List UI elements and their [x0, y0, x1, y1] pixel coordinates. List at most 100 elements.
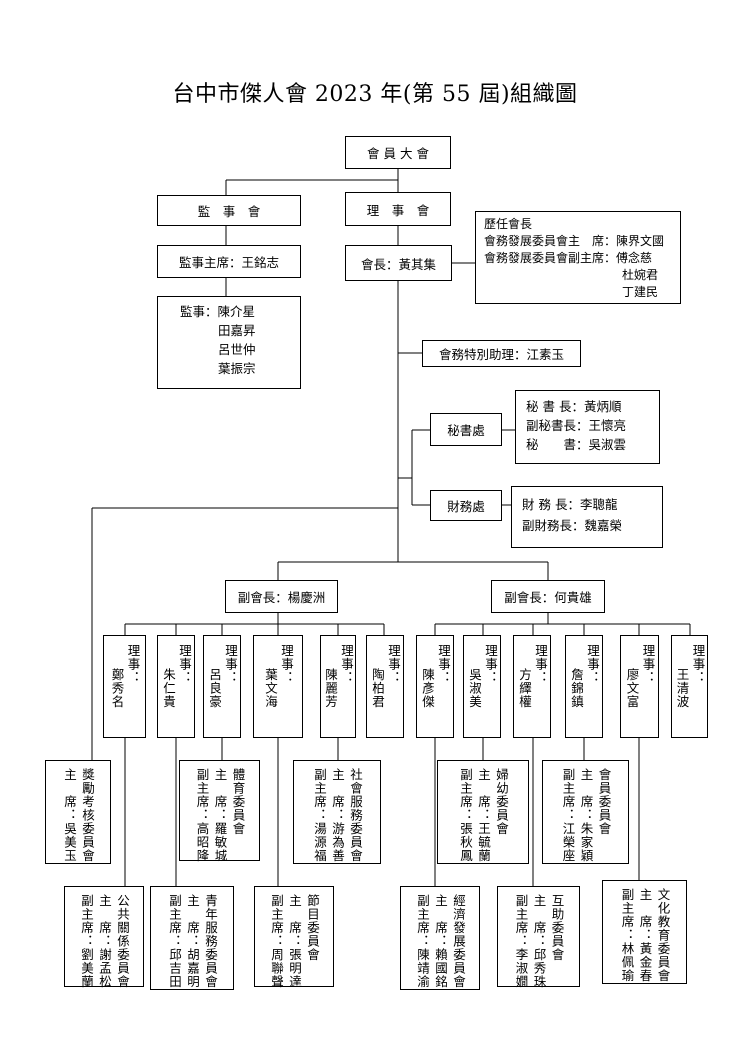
development-committee-box: 歷任會長 會務發展委員會主 席：陳界文國 會務發展委員會副主席：傅念慈 杜婉君 … — [475, 211, 681, 304]
committee-vice-chair: 副主席：李淑嫺 — [513, 894, 529, 989]
vice-president-box: 副會長：楊慶洲 — [225, 580, 338, 613]
secretariat-staff: 秘 書：吳淑雲 — [526, 437, 627, 452]
committee-box: 會員委員會 主 席：朱家穎 副主席：江榮座 — [542, 760, 629, 864]
development-line: 會務發展委員會副主席：傅念慈 — [484, 251, 653, 265]
director-name: 廖文富 — [624, 668, 640, 709]
director-title: 理事： — [483, 644, 498, 685]
secretariat-staff-box: 秘 書 長：黃炳順 副秘書長：王懷亮 秘 書：吳淑雲 — [515, 390, 660, 464]
committee-box: 文化教育委員會 主 席：黃金春 副主席：林佩瑜 — [602, 880, 687, 984]
supervisor-chair: 監事主席：王銘志 — [178, 255, 279, 270]
committee-name: 互助委員會 — [549, 894, 565, 962]
director-box: 理事： 陶柏君 — [366, 635, 404, 738]
supervisors-title: 監 事 會 — [197, 204, 261, 219]
supervisor-member: 呂世仲 — [218, 342, 256, 357]
director-title: 理事： — [585, 644, 600, 685]
director-title: 理事： — [177, 644, 192, 685]
committee-box: 獎勵考核委員會 主 席：吳美玉 — [45, 760, 111, 864]
committee-box: 經濟發展委員會 主 席：賴國銘 副主席：陳靖渝 — [400, 886, 480, 990]
committee-vice-chair: 副主席：張秋鳳 — [458, 768, 473, 863]
supervisor-member: 田嘉昇 — [218, 323, 256, 338]
finance-box: 財務處 — [430, 490, 502, 521]
director-title: 理事： — [125, 644, 141, 685]
committee-box: 社會服務委員會 主 席：游為善 副主席：湯源福 — [293, 760, 381, 864]
supervisor-member: 葉振宗 — [218, 361, 256, 376]
committee-name: 公共關係委員會 — [115, 894, 130, 989]
director-box: 理事： 吳淑美 — [463, 635, 501, 738]
committee-chair: 主 席：邱秀珠 — [531, 894, 547, 989]
president: 會長：黃其集 — [360, 256, 436, 272]
committee-name: 節目委員會 — [305, 894, 320, 962]
development-line: 歷任會長 — [484, 217, 533, 231]
director-name: 葉文海 — [263, 668, 278, 709]
director-name: 詹錦鎮 — [569, 668, 584, 709]
secretariat-staff: 副秘書長：王懷亮 — [526, 418, 627, 433]
committee-box: 互助委員會 主 席：邱秀珠 副主席：李淑嫺 — [497, 886, 580, 989]
director-title: 理事： — [339, 644, 354, 685]
director-title: 理事： — [533, 644, 548, 685]
committee-chair: 主 席：謝孟松 — [97, 894, 112, 989]
committee-chair: 主 席：黃金春 — [637, 888, 653, 983]
committee-vice-chair: 副主席：高昭隆 — [194, 768, 210, 863]
secretariat-box: 秘書處 — [430, 413, 502, 446]
director-box: 理事： 鄭秀名 — [103, 635, 146, 738]
chart-title: 台中市傑人會 2023 年(第 55 屆)組織圖 — [172, 82, 578, 107]
supervisor-chair-box: 監事主席：王銘志 — [157, 245, 301, 278]
committee-vice-chair: 副主席：陳靖渝 — [415, 894, 430, 989]
director-name: 朱仁貴 — [161, 668, 176, 709]
committee-chair: 主 席：賴國銘 — [433, 894, 448, 989]
committee-name: 婦幼委員會 — [494, 768, 509, 836]
director-box: 理事： 方繹權 — [513, 635, 551, 738]
development-line: 丁建民 — [622, 285, 659, 299]
director-title: 理事： — [386, 644, 401, 685]
committee-name: 文化教育委員會 — [655, 888, 671, 983]
committee-vice-chair: 副主席：周聯聲 — [269, 894, 284, 989]
committee-name: 會員委員會 — [596, 768, 612, 836]
director-name: 吳淑美 — [467, 668, 482, 709]
supervisor-members-box: 監事：陳介星 田嘉昇 呂世仲 葉振宗 — [157, 296, 301, 389]
committee-name: 經濟發展委員會 — [451, 894, 466, 989]
committee-chair: 主 席：張明達 — [287, 894, 302, 989]
committee-chair: 主 席：胡嘉明 — [185, 894, 200, 989]
director-box: 理事： 詹錦鎮 — [565, 635, 603, 738]
supervisors-title-box: 監 事 會 — [157, 195, 301, 226]
committee-box: 婦幼委員會 主 席：王毓蘭 副主席：張秋鳳 — [437, 760, 529, 864]
director-name: 鄭秀名 — [109, 668, 125, 709]
director-title: 理事： — [223, 644, 238, 685]
committee-name: 獎勵考核委員會 — [80, 768, 95, 863]
director-title: 理事： — [690, 644, 706, 685]
board-title-box: 理 事 會 — [345, 192, 451, 226]
development-line: 杜婉君 — [622, 268, 659, 282]
general-assembly-label: 會 員 大 會 — [367, 146, 429, 161]
committee-box: 體育委員會 主 席：羅敏城 副主席：高昭隆 — [179, 760, 260, 863]
committee-box: 公共關係委員會 主 席：謝孟松 副主席：劉美蘭 — [64, 886, 144, 989]
committee-name: 社會服務委員會 — [348, 768, 363, 863]
vice-president: 副會長：楊慶洲 — [237, 590, 326, 605]
director-box: 理事： 葉文海 — [253, 635, 303, 738]
committee-name: 青年服務委員會 — [203, 894, 218, 989]
committee-vice-chair: 副主席：湯源福 — [312, 768, 327, 863]
committee-chair: 主 席：朱家穎 — [578, 768, 594, 863]
general-assembly-box: 會 員 大 會 — [345, 136, 451, 169]
vice-president: 副會長：何貴雄 — [504, 590, 592, 605]
committee-box: 節目委員會 主 席：張明達 副主席：周聯聲 — [254, 886, 334, 989]
committee-chair: 主 席：游為善 — [330, 768, 345, 863]
committee-vice-chair: 副主席：劉美蘭 — [79, 894, 94, 989]
board-title: 理 事 會 — [366, 202, 430, 218]
director-box: 理事： 陳彥傑 — [416, 635, 454, 738]
director-box: 理事： 朱仁貴 — [157, 635, 195, 738]
committee-name: 體育委員會 — [230, 768, 246, 836]
special-assistant: 會務特別助理：江素玉 — [438, 347, 564, 362]
supervisor-member: 監事：陳介星 — [180, 304, 256, 319]
finance-staff-box: 財 務 長：李聰龍 副財務長：魏嘉榮 — [511, 486, 663, 548]
finance-staff: 財 務 長：李聰龍 — [522, 497, 618, 512]
director-box: 理事： 呂良豪 — [203, 635, 241, 738]
president-box: 會長：黃其集 — [345, 245, 452, 281]
special-assistant-box: 會務特別助理：江素玉 — [422, 340, 581, 367]
director-name: 呂良豪 — [207, 668, 222, 709]
vice-president-box: 副會長：何貴雄 — [491, 580, 605, 613]
director-box: 理事： 廖文富 — [620, 635, 659, 738]
committee-box: 青年服務委員會 主 席：胡嘉明 副主席：邱吉田 — [150, 886, 234, 990]
director-name: 陳彥傑 — [420, 668, 435, 709]
director-title: 理事： — [436, 644, 451, 685]
secretariat-label: 秘書處 — [447, 423, 485, 438]
